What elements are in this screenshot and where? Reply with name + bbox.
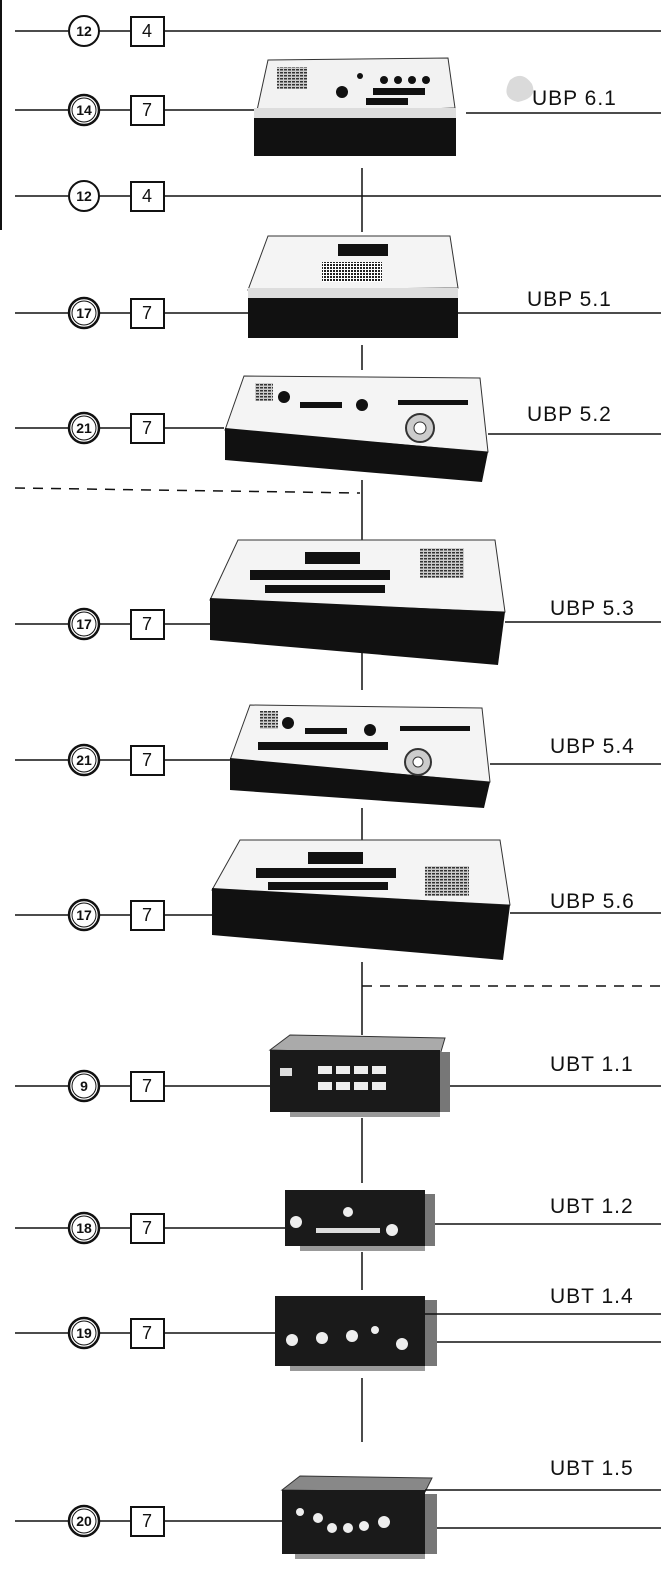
circle-number: 9 — [80, 1078, 88, 1094]
circle-number: 19 — [76, 1325, 92, 1341]
row-7: 21 7 UBP 5.4 — [15, 704, 661, 808]
circle-number: 17 — [76, 616, 92, 632]
cassette-deck-device — [254, 57, 456, 156]
circle-number: 20 — [76, 1513, 92, 1529]
box-number: 7 — [142, 905, 152, 925]
box-number: 7 — [142, 418, 152, 438]
stain-mark — [506, 75, 534, 102]
row-6: 17 7 UBP 5.3 — [15, 539, 661, 665]
box-number: 7 — [142, 303, 152, 323]
box-number: 7 — [142, 1511, 152, 1531]
row-12: 20 7 UBT 1.5 — [15, 1457, 661, 1559]
box-number: 7 — [142, 1218, 152, 1238]
amplifier-device — [275, 1296, 437, 1371]
cassette-deck-device — [209, 539, 506, 665]
circle-number: 21 — [76, 752, 92, 768]
cassette-deck-device — [211, 839, 511, 960]
circle-number: 17 — [76, 907, 92, 923]
box-number: 7 — [142, 1076, 152, 1096]
row-4: 17 7 UBP 5.1 — [15, 235, 661, 338]
box-marker — [130, 609, 165, 640]
device-label: UBP 5.1 — [527, 288, 612, 311]
device-label: UBT 1.1 — [550, 1053, 634, 1076]
row-9: 9 7 UBT 1.1 — [15, 1034, 661, 1117]
device-label: UBP 5.2 — [527, 403, 612, 426]
circle-number: 12 — [76, 188, 92, 204]
box-marker — [130, 298, 165, 329]
device-label: UBT 1.5 — [550, 1457, 634, 1480]
row-10: 18 7 UBT 1.2 — [15, 1190, 661, 1251]
amplifier-device — [285, 1190, 435, 1251]
dashed-separator — [14, 487, 361, 494]
box-number: 7 — [142, 750, 152, 770]
box-number: 7 — [142, 1323, 152, 1343]
cassette-deck-device — [224, 375, 489, 482]
circle-number: 17 — [76, 305, 92, 321]
row-8: 17 7 UBP 5.6 — [15, 839, 661, 960]
device-label: UBP 5.4 — [550, 735, 635, 758]
box-marker — [130, 1213, 165, 1244]
device-label: UBP 6.1 — [532, 87, 617, 110]
box-number: 7 — [142, 614, 152, 634]
device-label: UBT 1.4 — [550, 1285, 634, 1308]
amplifier-device — [280, 1475, 437, 1559]
circle-number: 21 — [76, 420, 92, 436]
box-number: 4 — [142, 21, 152, 41]
row-2: 14 7 UBP 6.1 — [15, 57, 661, 156]
row-3: 12 4 — [15, 180, 661, 212]
row-11: 19 7 UBT 1.4 — [15, 1285, 661, 1371]
circle-number: 18 — [76, 1220, 92, 1236]
box-number: 4 — [142, 186, 152, 206]
circle-number: 14 — [76, 102, 92, 118]
cassette-deck-device — [229, 704, 491, 808]
cassette-deck-device — [247, 235, 459, 338]
box-marker — [130, 1506, 165, 1537]
circle-number: 12 — [76, 23, 92, 39]
amplifier-device — [268, 1034, 450, 1117]
row-5: 21 7 UBP 5.2 — [15, 375, 661, 482]
device-label: UBP 5.3 — [550, 597, 635, 620]
device-label: UBT 1.2 — [550, 1195, 634, 1218]
box-marker — [130, 413, 165, 444]
box-number: 7 — [142, 100, 152, 120]
device-label: UBP 5.6 — [550, 890, 635, 913]
row-1: 12 4 — [15, 15, 661, 47]
